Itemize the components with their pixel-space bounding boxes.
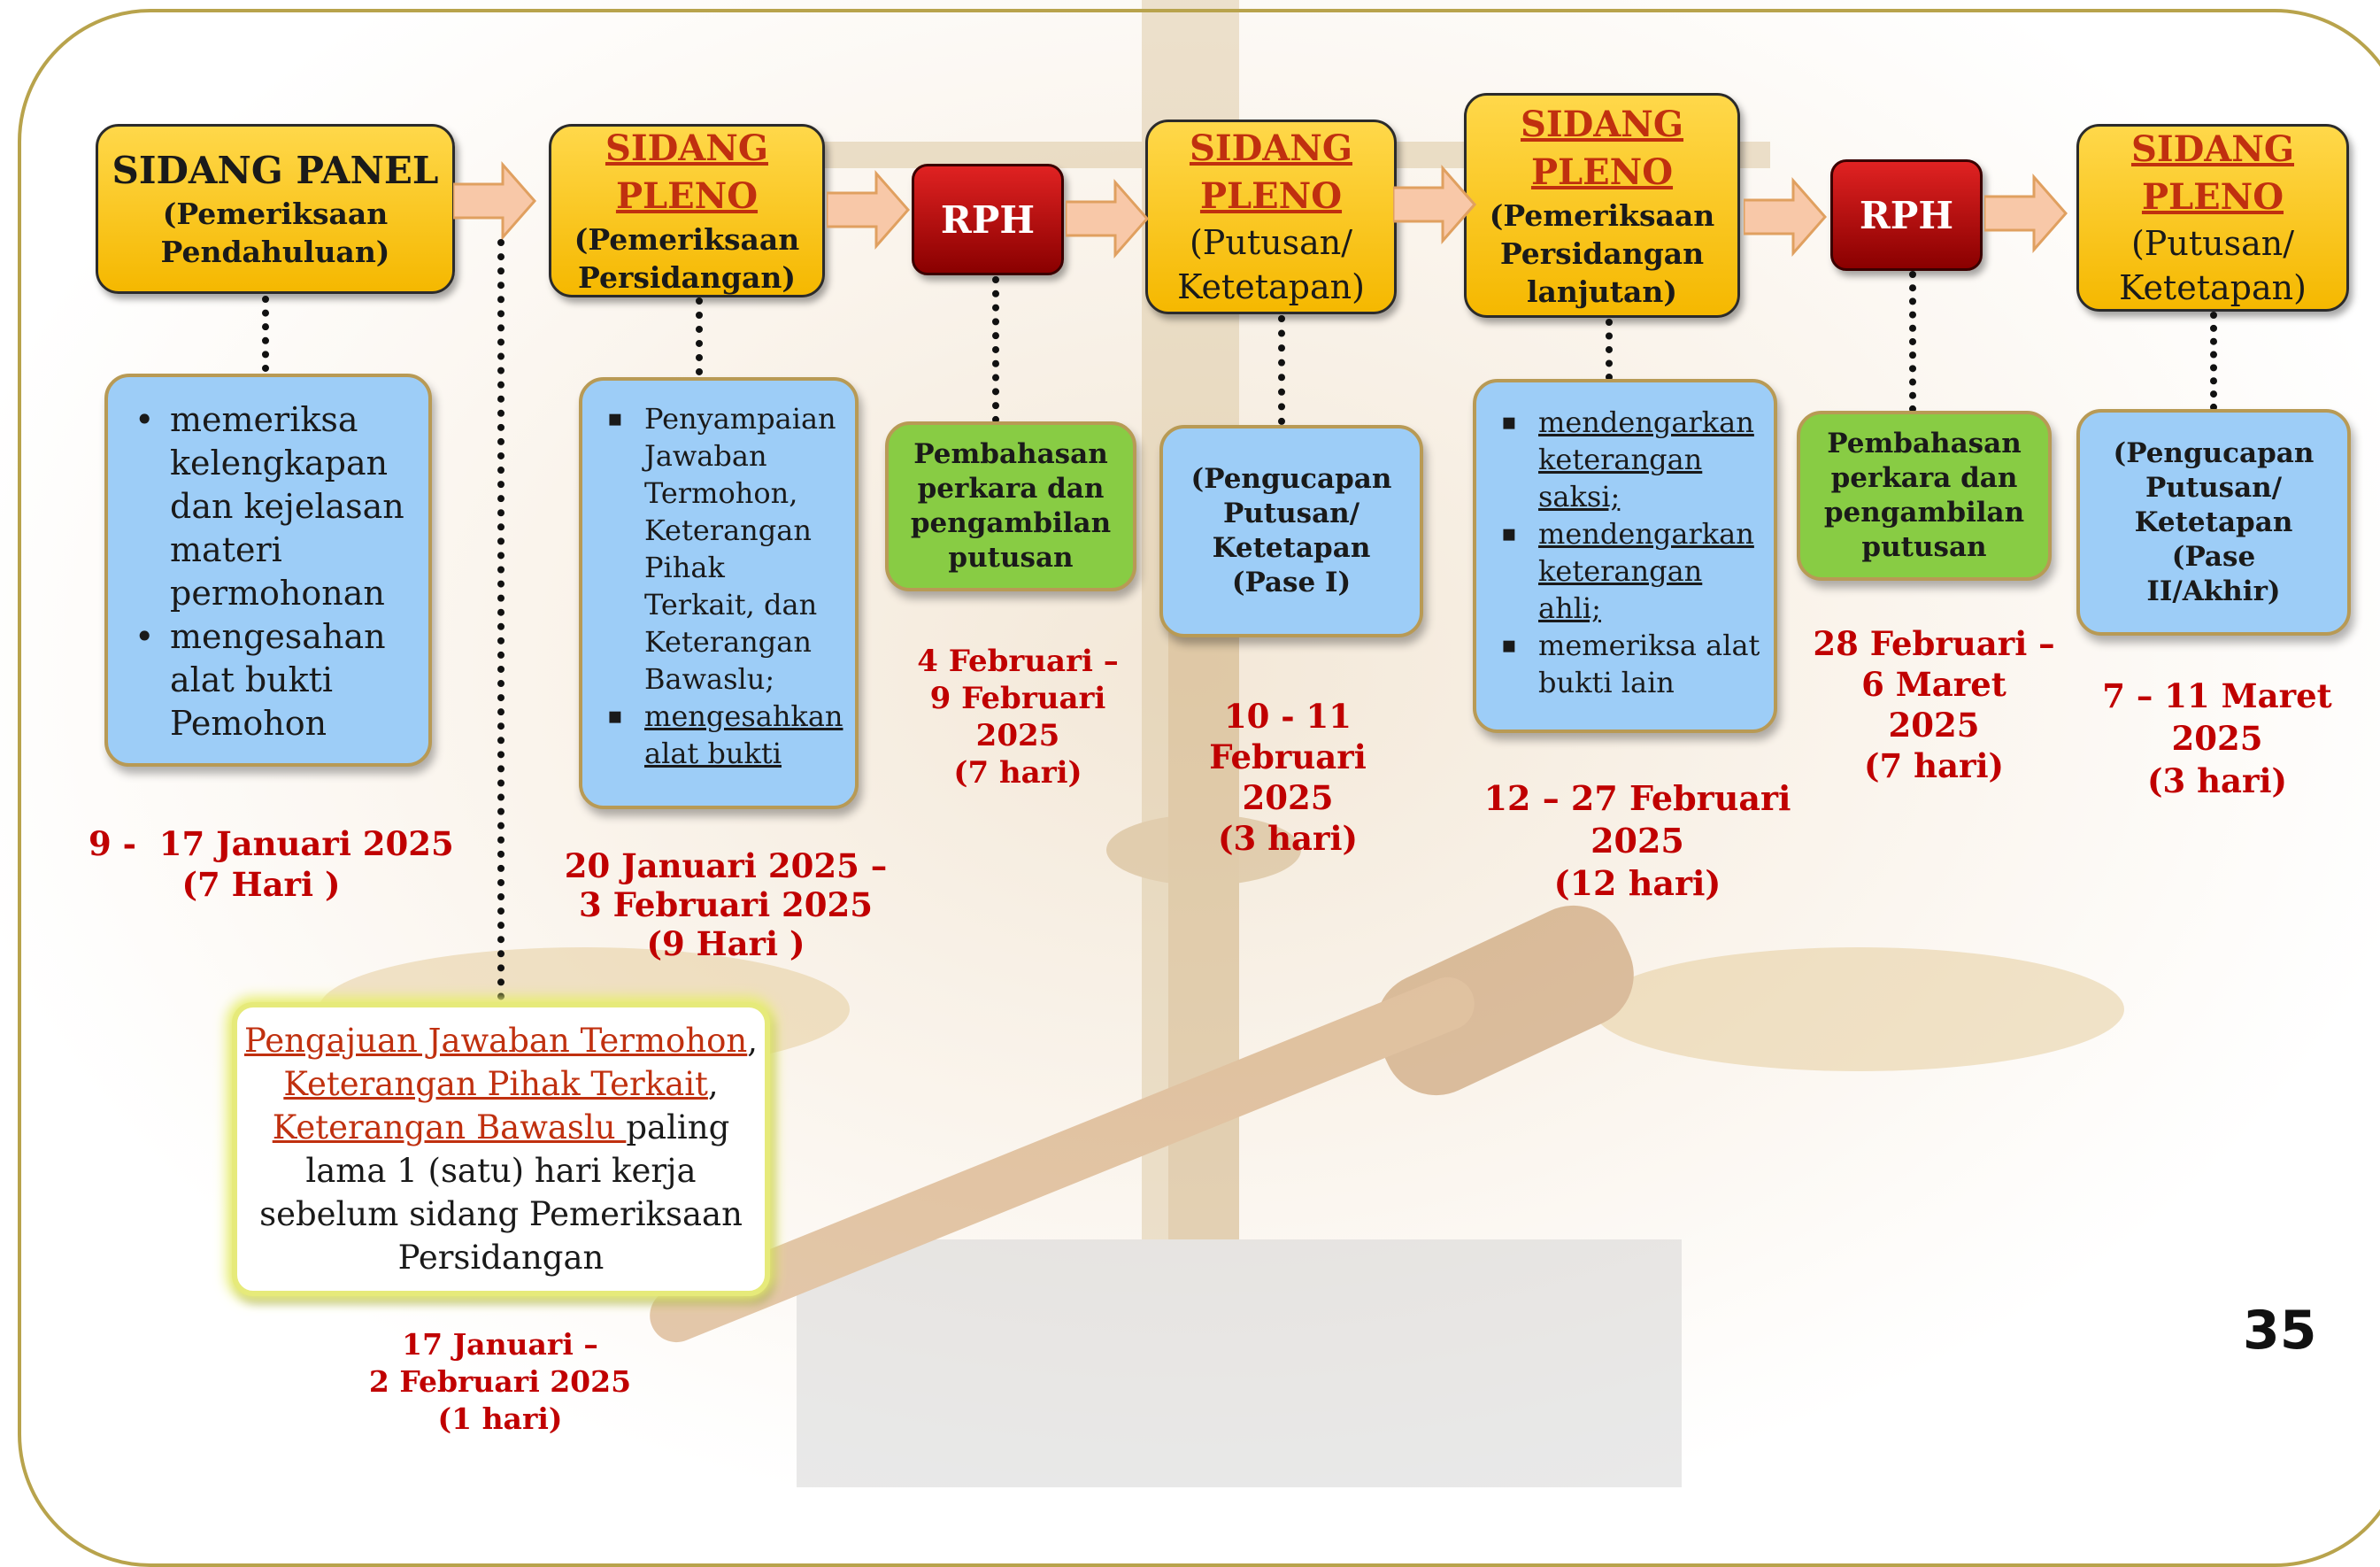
connector-line bbox=[262, 296, 269, 372]
step-title: SIDANG PANEL bbox=[112, 149, 439, 192]
step-rph-1: RPH bbox=[912, 164, 1064, 275]
date-range: 2025 bbox=[1591, 821, 1684, 861]
detail-box-pleno-4: (Pengucapan Putusan/ Ketetapan (Pase II/… bbox=[2076, 409, 2351, 636]
step-subtitle: (Pemeriksaan Persidangan lanjutan) bbox=[1489, 197, 1715, 309]
date-range: 2025 bbox=[1888, 706, 1980, 745]
date-range: 9 - 17 Januari 2025 bbox=[89, 824, 454, 863]
date-range: 7 – 11 Maret bbox=[2102, 676, 2332, 715]
date-range: 12 – 27 Februari bbox=[1483, 778, 1791, 818]
detail-box-rph-1: Pembahasan perkara dan pengambilan putus… bbox=[885, 421, 1136, 591]
step-subtitle: (Pemeriksaan Pendahuluan) bbox=[160, 197, 390, 269]
date-range: 2025 bbox=[975, 718, 1060, 753]
connector-line bbox=[1278, 315, 1285, 425]
date-range: 2025 bbox=[2171, 719, 2263, 758]
detail-box-pleno-2: (Pengucapan Putusan/ Ketetapan (Pase I) bbox=[1159, 425, 1423, 637]
detail-box-pleno-1: Penyampaian Jawaban Termohon, Keterangan… bbox=[579, 377, 859, 809]
date-days: (7 hari) bbox=[1863, 746, 2005, 785]
note-box: Pengajuan Jawaban Termohon, Keterangan P… bbox=[232, 1002, 770, 1296]
note-text: Persidangan bbox=[397, 1239, 605, 1277]
step-subtitle: (Putusan/ Ketetapan) bbox=[1177, 223, 1365, 306]
step-subtitle: (Pemeriksaan Persidangan) bbox=[574, 222, 800, 295]
detail-box-rph-2: Pembahasan perkara dan pengambilan putus… bbox=[1797, 411, 2052, 581]
date-label-rph-1: 4 Februari – 9 Februari 2025 (7 hari) bbox=[894, 643, 1142, 791]
date-days: (7 Hari ) bbox=[181, 865, 341, 904]
date-range: 2025 bbox=[1242, 778, 1334, 817]
step-sidang-pleno-4: SIDANG PLENO (Putusan/ Ketetapan) bbox=[2076, 124, 2349, 312]
step-sidang-pleno-3: SIDANG PLENO (Pemeriksaan Persidangan la… bbox=[1464, 93, 1740, 318]
detail-item: memeriksa alat bukti lain bbox=[1476, 627, 1761, 701]
arrow-icon bbox=[453, 161, 536, 241]
detail-item: memeriksa kelengkapan dan kejelasan mate… bbox=[108, 398, 428, 615]
arrow-icon bbox=[1066, 179, 1149, 259]
date-days: (7 hari) bbox=[953, 755, 1082, 791]
note-link[interactable]: Keterangan Bawaslu bbox=[272, 1108, 627, 1146]
date-label-panel: 9 - 17 Januari 2025 (7 Hari ) bbox=[89, 823, 454, 905]
arrow-icon bbox=[1744, 177, 1827, 257]
date-label-pleno-4: 7 – 11 Maret 2025 (3 hari) bbox=[2089, 675, 2345, 802]
note-link[interactable]: Pengajuan Jawaban Termohon bbox=[243, 1022, 748, 1060]
step-title: SIDANG PLENO bbox=[1520, 103, 1684, 193]
detail-item: mendengarkan keterangan ahli; bbox=[1476, 515, 1761, 627]
detail-box-pleno-3: mendengarkan keterangan saksi; mendengar… bbox=[1473, 379, 1777, 733]
arrow-icon bbox=[1393, 165, 1476, 244]
detail-item: Penyampaian Jawaban Termohon, Keterangan… bbox=[582, 400, 839, 698]
note-text: lama 1 (satu) hari kerja bbox=[305, 1152, 697, 1190]
connector-line bbox=[1606, 319, 1613, 381]
note-text: sebelum sidang Pemeriksaan bbox=[259, 1195, 743, 1233]
step-sidang-pleno-1: SIDANG PLENO (Pemeriksaan Persidangan) bbox=[549, 124, 825, 297]
date-days: (3 hari) bbox=[1217, 819, 1359, 858]
connector-line bbox=[497, 239, 504, 1000]
step-title: SIDANG PLENO bbox=[2130, 128, 2295, 218]
detail-item: mendengarkan keterangan saksi; bbox=[1476, 404, 1761, 515]
page-number: 35 bbox=[2243, 1300, 2317, 1362]
date-label-pleno-3: 12 – 27 Februari 2025 (12 hari) bbox=[1478, 777, 1797, 905]
date-label-pleno-2: 10 - 11 Februari 2025 (3 hari) bbox=[1142, 696, 1434, 859]
date-days: (12 hari) bbox=[1553, 863, 1721, 903]
date-label-note: 17 Januari – 2 Februari 2025 (1 hari) bbox=[336, 1326, 664, 1438]
arrow-icon bbox=[827, 170, 910, 250]
date-range: 3 Februari 2025 bbox=[578, 885, 874, 924]
date-days: (1 hari) bbox=[437, 1401, 563, 1436]
detail-item: mengesahkan alat bukti bbox=[582, 698, 843, 772]
detail-text: (Pengucapan Putusan/ Ketetapan (Pase I) bbox=[1190, 463, 1392, 598]
date-range: 4 Februari – bbox=[917, 644, 1119, 679]
date-label-pleno-1: 20 Januari 2025 – 3 Februari 2025 (9 Har… bbox=[549, 846, 903, 963]
date-range: 28 Februari – bbox=[1813, 624, 2055, 663]
connector-line bbox=[1909, 271, 1916, 413]
date-range: 9 Februari bbox=[929, 681, 1106, 716]
date-range: 17 Januari – bbox=[402, 1327, 598, 1362]
connector-line bbox=[2210, 312, 2217, 411]
date-range: 10 - 11 Februari bbox=[1209, 697, 1367, 776]
detail-box-panel: memeriksa kelengkapan dan kejelasan mate… bbox=[104, 374, 432, 767]
detail-text: Pembahasan perkara dan pengambilan putus… bbox=[1823, 428, 2025, 563]
step-rph-2: RPH bbox=[1830, 159, 1983, 271]
arrow-icon bbox=[1984, 174, 2068, 253]
step-sidang-panel: SIDANG PANEL (Pemeriksaan Pendahuluan) bbox=[96, 124, 455, 294]
step-title: SIDANG PLENO bbox=[605, 127, 769, 217]
step-sidang-pleno-2: SIDANG PLENO (Putusan/ Ketetapan) bbox=[1145, 120, 1397, 314]
date-days: (3 hari) bbox=[2146, 761, 2288, 800]
date-days: (9 Hari ) bbox=[646, 924, 805, 963]
date-label-rph-2: 28 Februari – 6 Maret 2025 (7 hari) bbox=[1806, 623, 2062, 786]
note-text: paling bbox=[626, 1108, 730, 1146]
step-title: SIDANG PLENO bbox=[1189, 127, 1353, 217]
connector-line bbox=[992, 276, 999, 423]
date-range: 2 Februari 2025 bbox=[368, 1364, 632, 1399]
date-range: 20 Januari 2025 – bbox=[564, 846, 888, 885]
detail-item: mengesahan alat bukti Pemohon bbox=[108, 615, 428, 745]
date-range: 6 Maret bbox=[1861, 665, 2006, 704]
connector-line bbox=[696, 297, 703, 375]
detail-text: (Pengucapan Putusan/ Ketetapan (Pase II/… bbox=[2113, 436, 2315, 607]
detail-text: Pembahasan perkara dan pengambilan putus… bbox=[910, 438, 1112, 574]
note-link[interactable]: Keterangan Pihak Terkait bbox=[283, 1065, 708, 1103]
step-subtitle: (Putusan/ Ketetapan) bbox=[2119, 224, 2307, 307]
